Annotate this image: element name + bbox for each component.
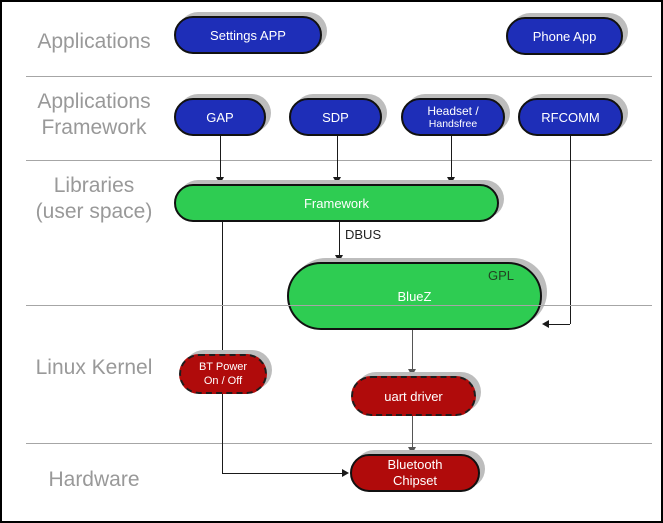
connector-rfcomm-bluez-vertical [570, 136, 571, 324]
connector-framework-chipset-horizontal [222, 473, 344, 474]
node-uart-driver: uart driver [351, 376, 476, 416]
arrowhead-bluez-uart [408, 369, 416, 376]
connector-uart-chipset [412, 416, 413, 448]
node-rfcomm: RFCOMM [518, 98, 623, 136]
layer-label-linux-kernel: Linux Kernel [35, 356, 153, 379]
divider-framework-libraries [26, 160, 652, 161]
layer-label-libraries-user-space: Libraries (user space) [35, 174, 153, 223]
node-bt-power-on-off: BT Power On / Off [179, 354, 267, 394]
gpl-badge: GPL [487, 268, 514, 283]
divider-userspace-kernel [26, 305, 652, 306]
arrowhead-rfcomm-bluez [542, 320, 549, 328]
connector-framework-bluez-dbus [339, 222, 340, 256]
node-bluez-label: BlueZ [397, 288, 432, 304]
node-headset-line1: Headset / [427, 104, 479, 118]
connector-bluez-uart [412, 330, 413, 370]
divider-kernel-hardware [26, 443, 652, 444]
layer-label-hardware: Hardware [48, 468, 140, 491]
arrowhead-headset-framework [447, 177, 455, 184]
connector-sdp-framework [337, 136, 338, 180]
arrowhead-sdp-framework [333, 177, 341, 184]
arrowhead-into-chipset-left [342, 469, 349, 477]
node-phone-app: Phone App [506, 17, 623, 55]
connector-headset-framework [451, 136, 452, 180]
layer-label-applications-framework: Applications Framework [37, 90, 151, 139]
node-bluetooth-chipset: Bluetooth Chipset [350, 454, 480, 492]
node-headset-line2: Handsfree [428, 118, 478, 130]
node-headset-handsfree: Headset / Handsfree [401, 98, 505, 136]
node-settings-app: Settings APP [174, 16, 322, 54]
arrowhead-gap-framework [216, 177, 224, 184]
connector-framework-chipset-vertical [222, 222, 223, 474]
connector-gap-framework [220, 136, 221, 180]
layer-label-applications: Applications [37, 30, 151, 53]
edge-label-dbus: DBUS [345, 227, 382, 242]
divider-applications-framework [26, 76, 652, 77]
arrowhead-dbus-bluez [335, 255, 343, 262]
node-sdp: SDP [289, 98, 382, 136]
arrowhead-uart-chipset [408, 447, 416, 454]
node-bluez: BlueZ GPL [287, 262, 542, 330]
node-gap: GAP [174, 98, 266, 136]
connector-rfcomm-bluez-horizontal [549, 324, 570, 325]
node-framework: Framework [174, 184, 499, 222]
